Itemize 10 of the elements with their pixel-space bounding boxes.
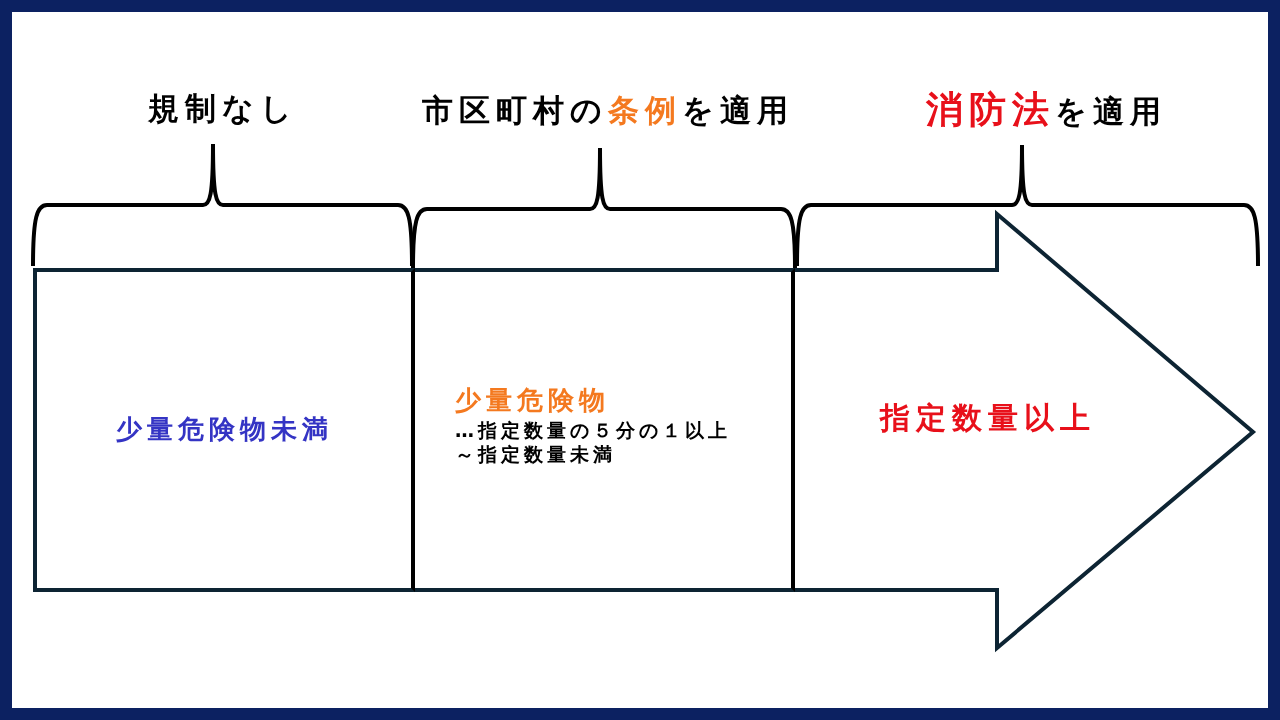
category-label: 指定数量以上	[880, 399, 1096, 437]
category-box	[33, 268, 415, 592]
range-text: ～指定数量未満	[455, 442, 616, 468]
category-label: 少量危険物未満	[115, 413, 333, 447]
category-heading: 少量危険物	[455, 384, 610, 417]
category-heading: 規制なし	[148, 91, 298, 127]
category-heading: 消防法を適用	[925, 89, 1167, 132]
category-box	[415, 268, 795, 592]
category-heading: 市区町村の条例を適用	[422, 93, 794, 129]
range-text: …指定数量の５分の１以上	[455, 417, 731, 443]
